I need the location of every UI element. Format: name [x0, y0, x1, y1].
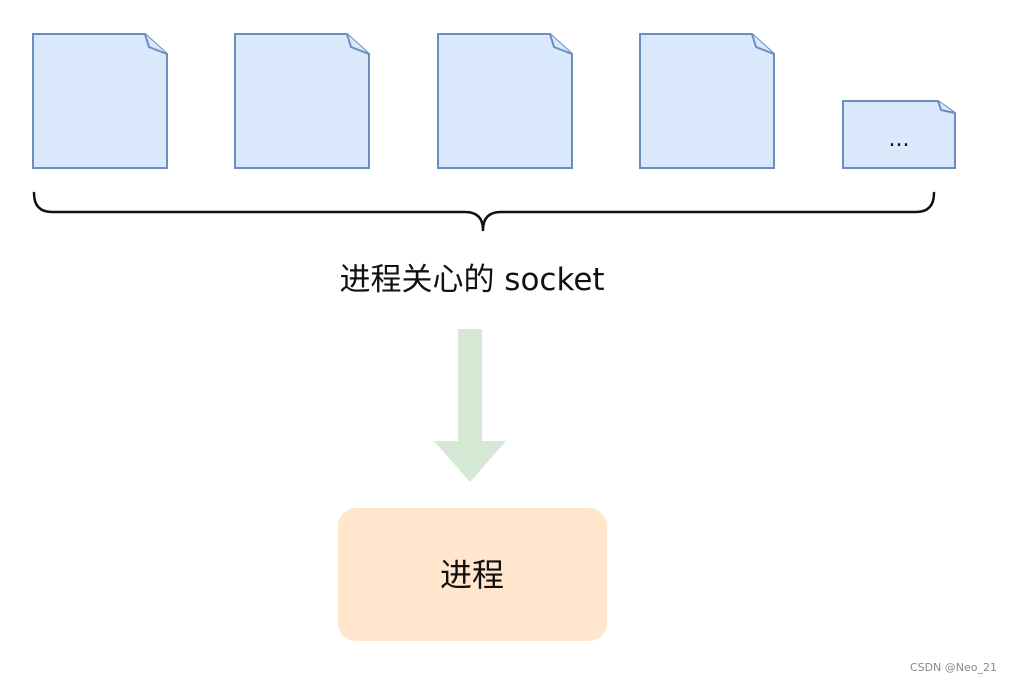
group-brace — [32, 191, 936, 232]
group-caption: 进程关心的 socket — [339, 262, 604, 298]
socket-document-1 — [32, 33, 168, 169]
socket-document-3 — [437, 33, 573, 169]
socket-document-more-label: ... — [889, 127, 910, 152]
process-label: 进程 — [440, 556, 504, 594]
watermark: CSDN @Neo_21 — [910, 661, 997, 674]
down-arrow — [434, 329, 506, 482]
socket-document-2 — [234, 33, 370, 169]
process-node: 进程 — [338, 508, 607, 641]
socket-document-4 — [639, 33, 775, 169]
socket-document-more: ... — [842, 100, 956, 169]
